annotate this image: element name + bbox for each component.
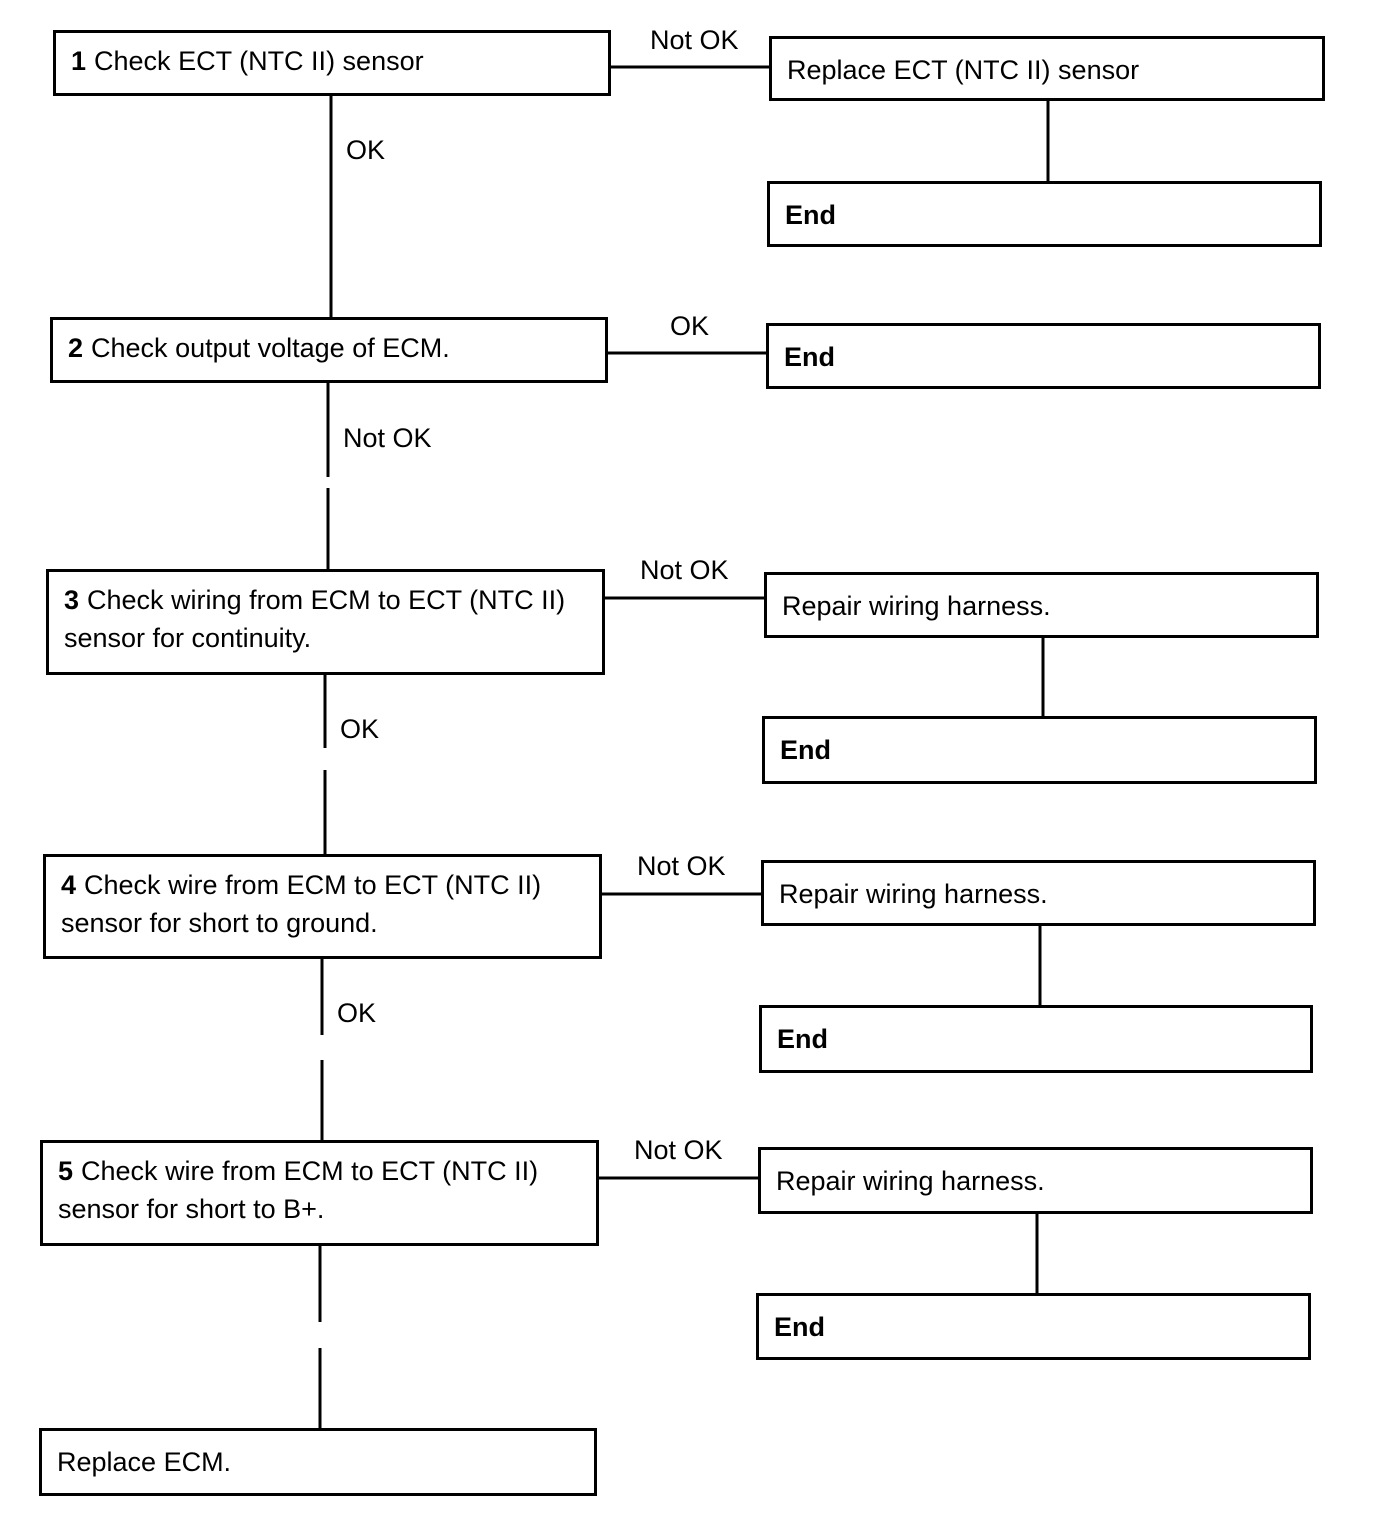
step-3-next-label: OK [340, 714, 380, 744]
step-4-end-box: End [759, 1005, 1313, 1073]
step-2-next-label: Not OK [343, 423, 432, 453]
step-2-end-box: End [766, 323, 1321, 389]
step-3-fail-label: Not OK [640, 555, 729, 585]
step-1-fail-label: Not OK [650, 25, 739, 55]
step-2-text: Check output voltage of ECM. [91, 333, 450, 363]
step-4-action-box: Repair wiring harness. [761, 860, 1316, 926]
step-1-text: Check ECT (NTC II) sensor [94, 46, 424, 76]
step-3-number: 3 [64, 585, 80, 615]
step-1-action-box: Replace ECT (NTC II) sensor [769, 36, 1325, 101]
step-5-text: Check wire from ECM to ECT (NTC II) sens… [58, 1156, 539, 1224]
final-replace-ecm-box: Replace ECM. [39, 1428, 597, 1496]
step-2-fail-label: OK [670, 311, 710, 341]
step-1-end-box: End [767, 181, 1322, 247]
step-3-end-box: End [762, 716, 1317, 784]
step-4-text: Check wire from ECM to ECT (NTC II) sens… [61, 870, 542, 938]
step-5-end-box: End [756, 1293, 1311, 1360]
step-2-number: 2 [68, 333, 84, 363]
step-5-fail-label: Not OK [634, 1135, 723, 1165]
step-3-action-box: Repair wiring harness. [764, 572, 1319, 638]
step-1-next-label: OK [346, 135, 386, 165]
step-5-number: 5 [58, 1156, 74, 1186]
step-1-number: 1 [71, 46, 87, 76]
step-4-number: 4 [61, 870, 77, 900]
step-4-fail-label: Not OK [637, 851, 726, 881]
step-3-text: Check wiring from ECM to ECT (NTC II) se… [64, 585, 566, 653]
step-4-next-label: OK [337, 998, 377, 1028]
step-5-action-box: Repair wiring harness. [758, 1147, 1313, 1214]
